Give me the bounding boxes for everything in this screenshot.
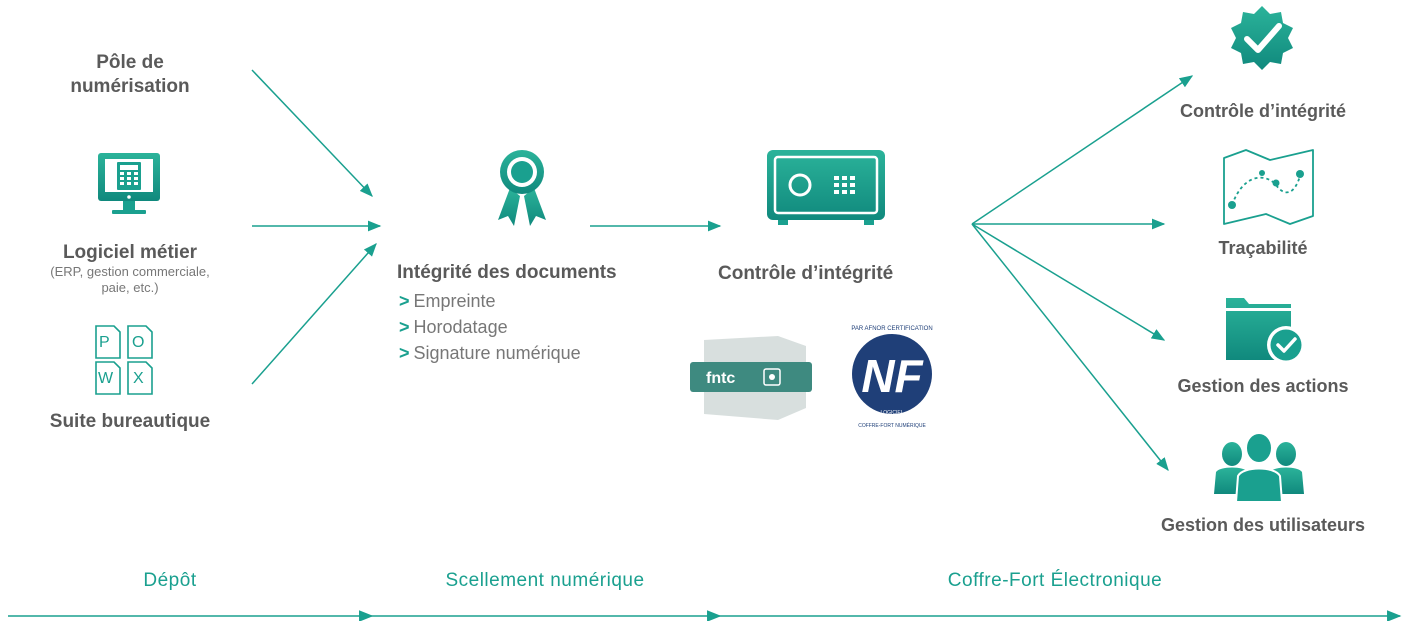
- integrity-item: >Horodatage: [399, 314, 581, 340]
- feature-tracabilite-label: Traçabilité: [1218, 238, 1308, 258]
- office-letter-o: O: [132, 334, 145, 351]
- office-letter-p: P: [99, 334, 110, 351]
- pole-line-2: numérisation: [70, 76, 190, 97]
- arrow-suite: [251, 242, 377, 385]
- office-files-icon: [95, 325, 153, 395]
- svg-text:COFFRE-FORT NUMÉRIQUE: COFFRE-FORT NUMÉRIQUE: [858, 422, 926, 429]
- arrow-to-utilisateurs: [971, 223, 1169, 472]
- logiciel-metier-sub: (ERP, gestion commerciale, paie, etc.): [10, 264, 250, 296]
- nf-logo: NF PAR AFNOR CERTIFICATION LOGICIEL COFF…: [846, 326, 938, 429]
- arrow-pole: [251, 69, 373, 197]
- pole-numerisation-label: Pôle de numérisation: [40, 51, 220, 99]
- arrow-to-actions: [971, 223, 1166, 341]
- pole-line-1: Pôle de: [96, 52, 164, 73]
- logiciel-sub-line-2: paie, etc.): [101, 280, 159, 295]
- logiciel-metier-label: Logiciel métier: [62, 242, 198, 263]
- arrow-to-controle: [971, 75, 1194, 225]
- bullet-chevron: >: [399, 291, 410, 311]
- svg-text:NF: NF: [861, 350, 924, 402]
- phase-coffre: Coffre-Fort Électronique: [947, 570, 1163, 591]
- svg-text:PAR AFNOR CERTIFICATION: PAR AFNOR CERTIFICATION: [851, 326, 932, 332]
- bullet-chevron: >: [399, 343, 410, 363]
- logiciel-sub-line-1: (ERP, gestion commerciale,: [50, 264, 210, 279]
- integrity-item-label: Signature numérique: [413, 343, 581, 363]
- safe-icon: [767, 150, 885, 225]
- svg-text:LOGICIEL: LOGICIEL: [880, 410, 903, 416]
- suite-bureautique-label: Suite bureautique: [49, 411, 211, 432]
- bullet-chevron: >: [399, 317, 410, 337]
- folder-check-icon: [1226, 298, 1305, 364]
- ribbon-award-icon: [498, 150, 546, 226]
- phase-depot: Dépôt: [143, 570, 197, 591]
- integrity-list: >Empreinte >Horodatage >Signature numéri…: [399, 288, 581, 366]
- integrity-item: >Empreinte: [399, 288, 581, 314]
- feature-controle-label: Contrôle d’intégrité: [1180, 101, 1346, 121]
- feature-utilisateurs-label: Gestion des utilisateurs: [1160, 515, 1366, 535]
- integrity-item-label: Empreinte: [413, 291, 496, 311]
- control-title: Contrôle d’intégrité: [718, 263, 894, 284]
- office-letter-x: X: [133, 370, 144, 387]
- calculator-monitor-icon: [98, 153, 160, 214]
- feature-actions-label: Gestion des actions: [1177, 376, 1349, 396]
- integrity-item: >Signature numérique: [399, 340, 581, 366]
- integrity-title: Intégrité des documents: [397, 262, 617, 283]
- map-route-icon: [1223, 149, 1314, 225]
- check-badge-icon: [1231, 6, 1293, 70]
- svg-text:fntc: fntc: [706, 370, 735, 387]
- office-letter-w: W: [98, 370, 114, 387]
- integrity-item-label: Horodatage: [413, 317, 508, 337]
- fntc-logo: fntc: [690, 336, 812, 420]
- users-icon: [1214, 432, 1304, 503]
- phase-scellement: Scellement numérique: [445, 570, 645, 591]
